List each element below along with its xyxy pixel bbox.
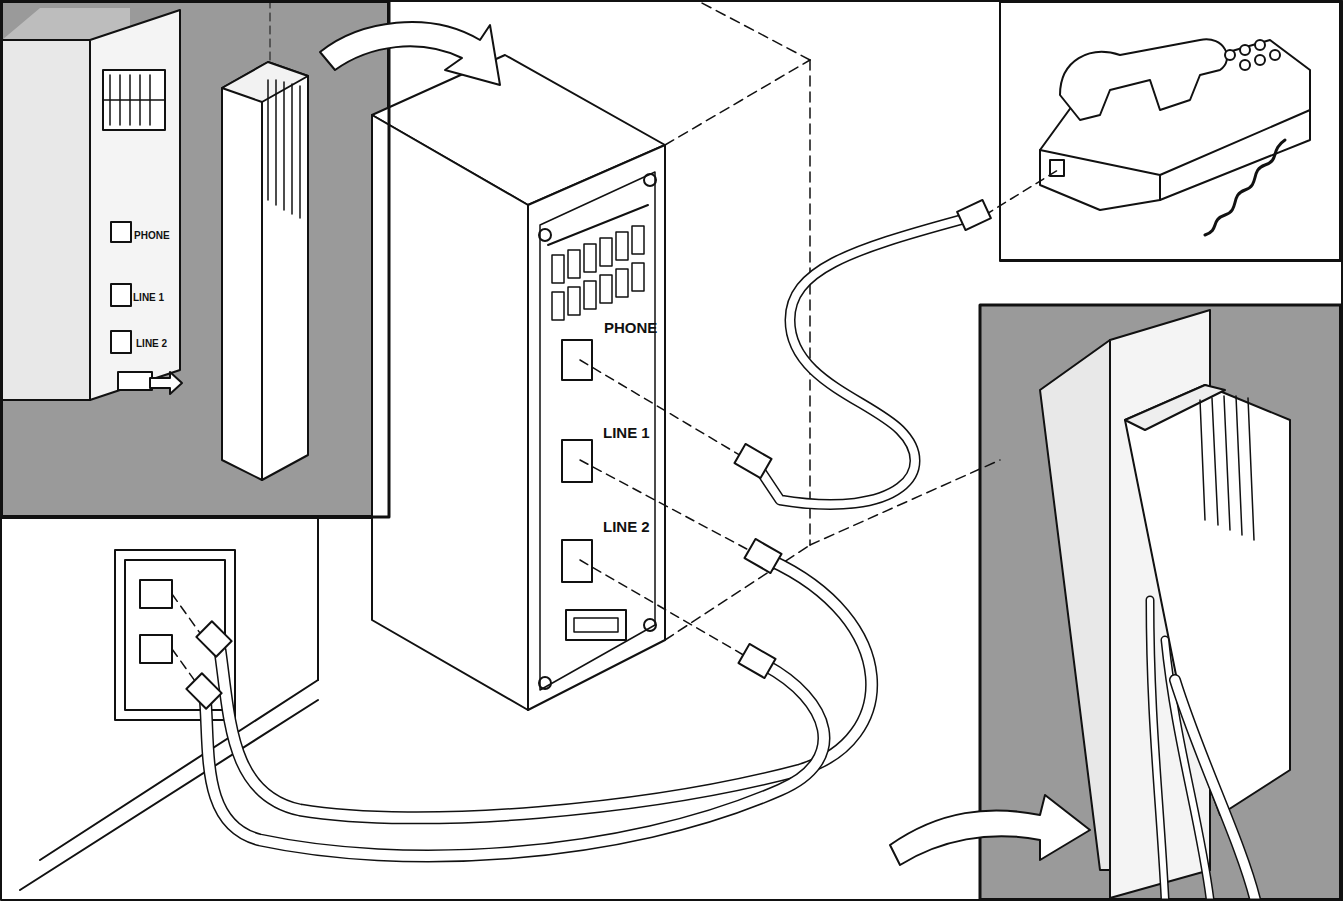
port-label: LINE 1 (603, 425, 650, 440)
wall-jack (0, 518, 388, 890)
port-label: PHONE (134, 231, 170, 241)
phone-inset (1000, 2, 1340, 260)
port-label: LINE 1 (133, 293, 164, 303)
line-device (372, 2, 1000, 710)
inset-replace-cover (980, 305, 1340, 899)
port-label: LINE 2 (136, 339, 167, 349)
port-label: PHONE (604, 320, 657, 335)
port-label: LINE 2 (603, 519, 650, 534)
phone-cords (186, 200, 991, 856)
inset-remove-cover (2, 0, 388, 516)
